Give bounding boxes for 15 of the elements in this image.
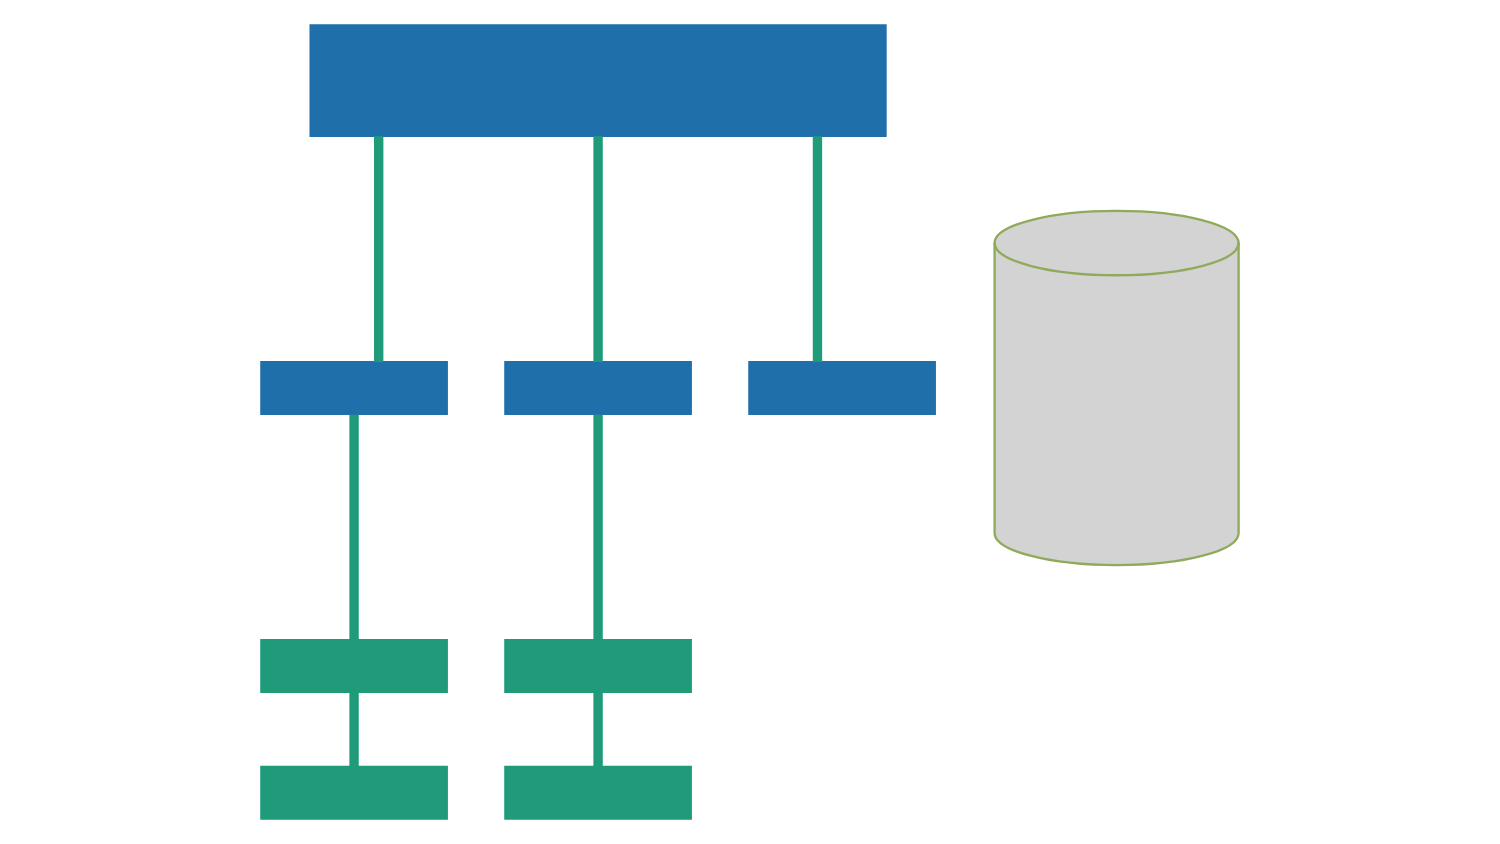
node-box [260, 765, 448, 820]
connector [812, 136, 823, 362]
connector [593, 692, 603, 767]
node-box [260, 639, 448, 693]
node-box [504, 361, 692, 415]
node-box [309, 24, 887, 137]
node-box [748, 361, 936, 415]
node-box [504, 765, 692, 820]
connector [349, 414, 359, 640]
connector [374, 136, 384, 362]
node-box [260, 361, 448, 415]
connector [593, 136, 603, 362]
node-box [504, 639, 692, 693]
connector [349, 692, 359, 767]
connector [593, 414, 603, 640]
